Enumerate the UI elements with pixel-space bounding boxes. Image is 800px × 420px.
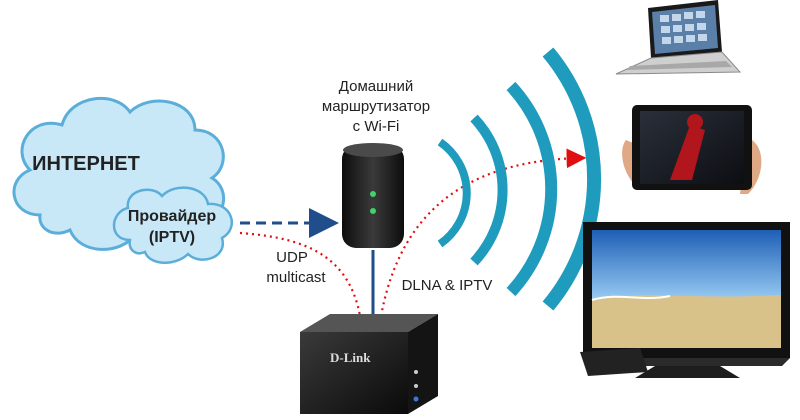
tv-icon [580,222,790,378]
udp-label-line1: UDP [276,249,308,266]
tablet-icon [622,105,762,194]
router-label-line3: с Wi-Fi [353,118,400,135]
udp-label-line2: multicast [266,269,326,286]
internet-label: ИНТЕРНЕТ [32,153,140,175]
router-label-line2: маршрутизатор [322,98,430,115]
provider-label-line1: Провайдер [128,208,216,225]
provider-bubble: Провайдер (IPTV) [112,186,233,264]
provider-cloud-icon [112,186,233,264]
provider-label-line2: (IPTV) [149,229,195,246]
udp-multicast-stream [239,231,371,335]
wifi-waves-icon [437,47,602,311]
laptop-icon [615,0,742,75]
nas-brand-label: D-Link [330,350,371,365]
dlna-label: DLNA & IPTV [402,277,493,294]
router-label-line1: Домашний [339,78,413,95]
nas-storage-icon: D-Link [300,314,438,414]
router-icon [342,143,404,248]
